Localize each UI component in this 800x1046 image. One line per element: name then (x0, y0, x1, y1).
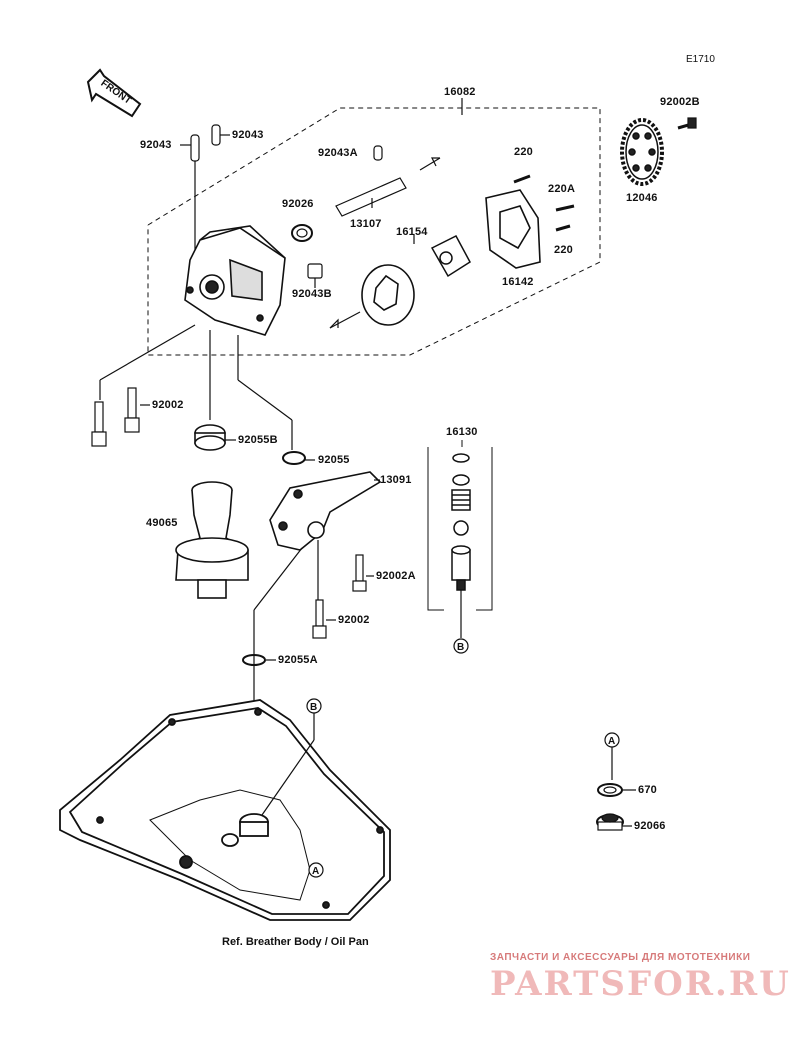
part-label-220-top[interactable]: 220 (514, 146, 533, 158)
sprocket-12046 (620, 118, 664, 186)
part-label-92002-upper[interactable]: 92002 (152, 399, 184, 411)
oil-strainer-49065 (175, 481, 249, 599)
leader-92055A (253, 547, 303, 611)
part-label-16142[interactable]: 16142 (502, 276, 534, 288)
part-label-92043-right[interactable]: 92043 (232, 129, 264, 141)
part-label-92055A[interactable]: 92055A (278, 654, 318, 666)
part-label-16082[interactable]: 16082 (444, 86, 476, 98)
part-label-220-lower[interactable]: 220 (554, 244, 573, 256)
part-label-92055[interactable]: 92055 (318, 454, 350, 466)
oil-pan (59, 699, 391, 921)
marker-a-pan-label: A (312, 866, 319, 877)
oil-pump-body (184, 225, 286, 336)
marker-a-drain-label: A (608, 736, 615, 747)
part-label-92043B[interactable]: 92043B (292, 288, 332, 300)
bolt-220A (555, 204, 575, 212)
part-label-92002-lower[interactable]: 92002 (338, 614, 370, 626)
seal-92026 (291, 224, 313, 242)
bolt-220-top (513, 174, 531, 184)
reference-note: Ref. Breather Body / Oil Pan (222, 936, 369, 948)
bushing-92043B (307, 263, 323, 279)
part-label-92066[interactable]: 92066 (634, 820, 666, 832)
bolt-92002-c (312, 599, 327, 639)
part-label-92043A[interactable]: 92043A (318, 147, 358, 159)
marker-b-pan-label: B (310, 702, 317, 713)
part-label-92026[interactable]: 92026 (282, 198, 314, 210)
marker-b-valve: B (453, 638, 469, 654)
pin-92043-right (211, 124, 221, 146)
marker-b-valve-label: B (457, 642, 464, 653)
marker-b-pan: B (306, 698, 322, 714)
rotor-inner-16154 (430, 235, 471, 278)
part-label-92002A[interactable]: 92002A (376, 570, 416, 582)
direction-arrow-upper (419, 157, 441, 171)
part-label-16154[interactable]: 16154 (396, 226, 428, 238)
front-arrow: FRONT (86, 68, 142, 118)
seal-92055B (194, 424, 226, 451)
part-label-12046[interactable]: 12046 (626, 192, 658, 204)
watermark-tagline: ЗАПЧАСТИ И АКСЕССУАРЫ ДЛЯ МОТОТЕХНИКИ (490, 952, 751, 963)
part-label-670[interactable]: 670 (638, 784, 657, 796)
pin-92043-left (190, 134, 200, 162)
part-label-13091[interactable]: 13091 (380, 474, 412, 486)
bolt-92002B (677, 117, 697, 130)
pump-cover-16142 (485, 189, 541, 269)
oring-92055A (242, 654, 266, 666)
watermark-brand: PARTSFOR.RU (490, 964, 791, 1004)
relief-valve-bracket (427, 440, 493, 611)
rotor-outer (361, 264, 415, 326)
relief-valve-parts (451, 453, 471, 591)
part-label-92002B[interactable]: 92002B (660, 96, 700, 108)
leader-body-bolt (99, 324, 196, 381)
marker-a-drain: A (604, 732, 620, 748)
part-label-92043-left[interactable]: 92043 (140, 139, 172, 151)
pump-shaft-13107 (335, 177, 407, 217)
part-label-220A[interactable]: 220A (548, 183, 576, 195)
diagram-code: E1710 (686, 54, 715, 65)
marker-a-pan: A (308, 862, 324, 878)
drain-plug-92066 (596, 813, 624, 831)
bolt-92002A (352, 554, 367, 592)
relief-valve-holder-13091 (269, 471, 382, 551)
oring-92055 (282, 451, 306, 465)
part-label-49065[interactable]: 49065 (146, 517, 178, 529)
washer-670 (597, 783, 623, 797)
part-label-16130[interactable]: 16130 (446, 426, 478, 438)
direction-arrow-lower (329, 311, 361, 329)
bolt-92002-b (124, 387, 140, 433)
part-label-92055B[interactable]: 92055B (238, 434, 278, 446)
part-label-13107[interactable]: 13107 (350, 218, 382, 230)
pin-92043A (373, 145, 383, 161)
bolt-92002-a (91, 401, 107, 447)
bolt-220-lower (555, 224, 571, 232)
